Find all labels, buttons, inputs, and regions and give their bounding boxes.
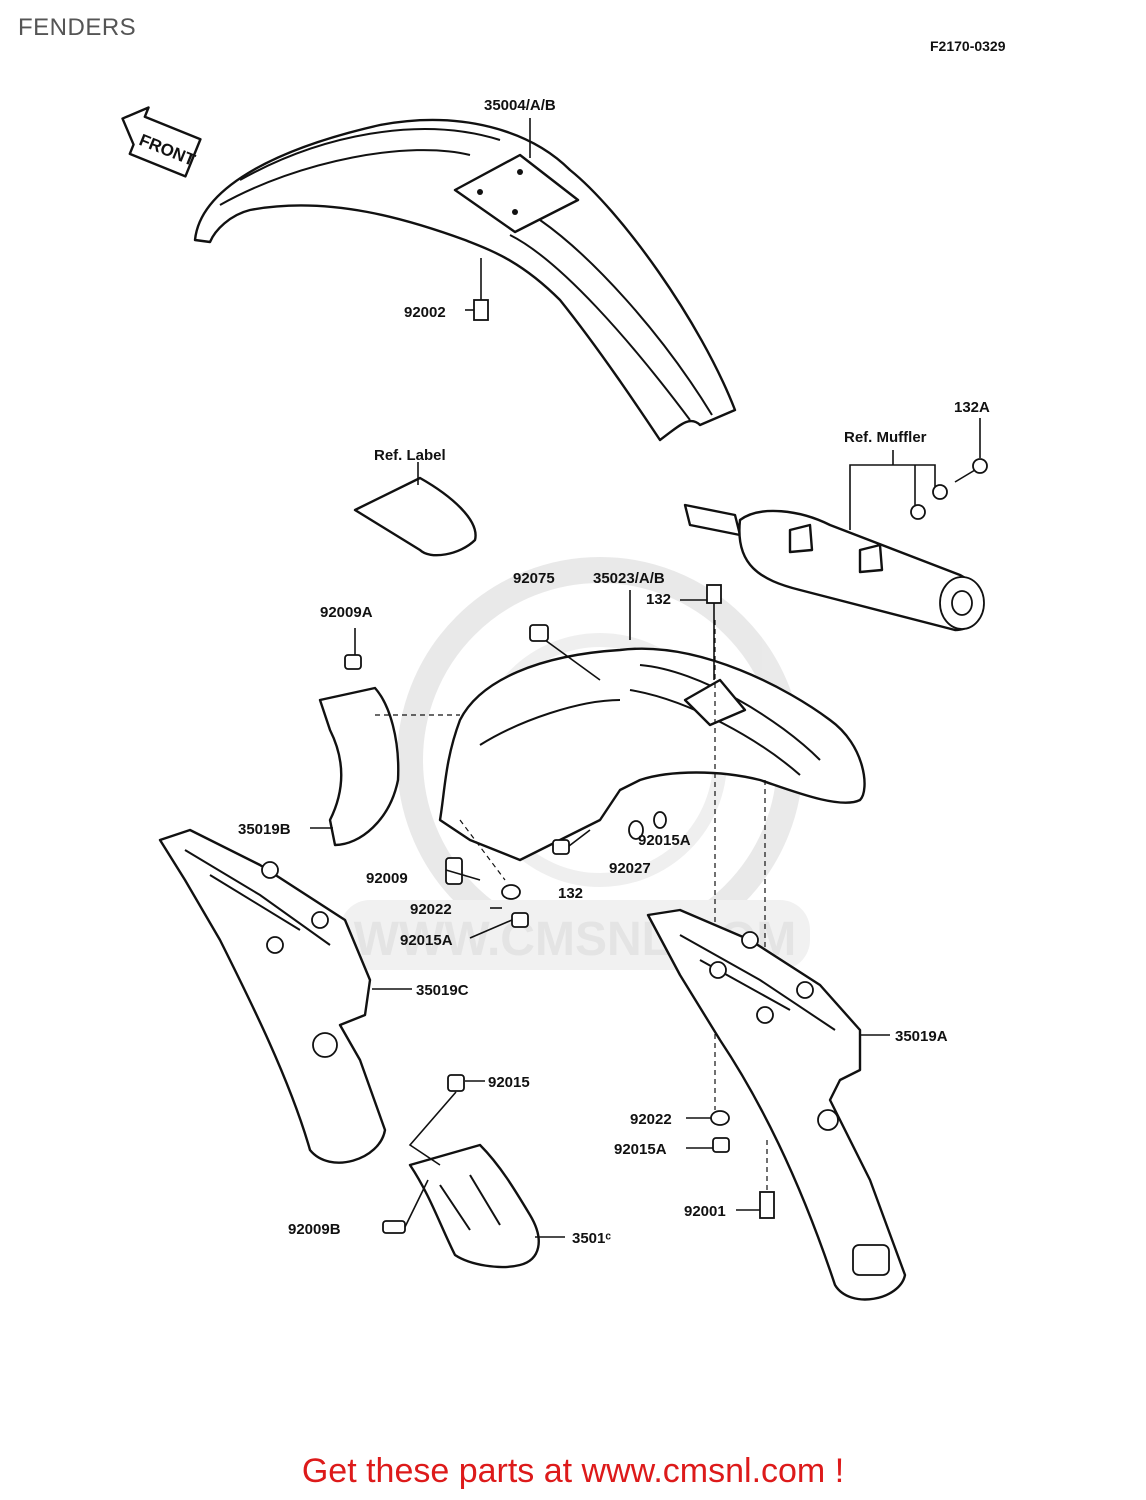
ref-label-sticker — [353, 462, 477, 557]
label-92027: 92027 — [609, 860, 651, 877]
front-fender — [193, 118, 737, 442]
cta-link[interactable]: Get these parts at www.cmsnl.com ! — [301, 1452, 845, 1490]
rear-flap-35019A — [646, 908, 907, 1301]
small-flap — [382, 1074, 565, 1269]
mud-guard-35019B — [310, 628, 506, 881]
label-132-bottom: 132 — [558, 885, 583, 902]
label-92022-left: 92022 — [410, 901, 452, 918]
front-arrow: FRONT — [121, 106, 202, 178]
label-35004: 35004/A/B — [484, 97, 556, 114]
label-92009B: 92009B — [288, 1221, 341, 1238]
bolt-92002 — [465, 258, 489, 321]
page-title: FENDERS — [18, 14, 137, 41]
bolt-132A — [954, 418, 988, 483]
label-92015: 92015 — [488, 1074, 530, 1091]
label-132-top: 132 — [646, 591, 671, 608]
ref-labels: Ref. Label Ref. Muffler — [374, 429, 927, 464]
label-92015A-left: 92015A — [400, 932, 453, 949]
ref-label-text: Ref. Label — [374, 447, 446, 464]
label-35019B: 35019B — [238, 821, 291, 838]
label-132A: 132A — [954, 399, 990, 416]
hardware-cluster-center — [445, 584, 722, 939]
label-92015A-right: 92015A — [638, 832, 691, 849]
label-92002: 92002 — [404, 304, 446, 321]
label-3501x: 3501ᶜ — [572, 1230, 611, 1247]
label-92022-right: 92022 — [630, 1111, 672, 1128]
label-92001: 92001 — [684, 1203, 726, 1220]
label-92015A-lower: 92015A — [614, 1141, 667, 1158]
diagram-code: F2170-0329 — [930, 38, 1006, 54]
ref-muffler-text: Ref. Muffler — [844, 429, 927, 446]
label-35019C: 35019C — [416, 982, 469, 999]
label-92075: 92075 — [513, 570, 555, 587]
hardware-cluster-right — [686, 1110, 775, 1219]
rear-flap-35019C — [158, 828, 412, 1164]
muffler — [683, 450, 985, 632]
label-92009: 92009 — [366, 870, 408, 887]
label-92009A: 92009A — [320, 604, 373, 621]
part-number-labels: 35004/A/B 92002 132A 92075 35023/A/B 132… — [238, 97, 990, 1247]
label-35019A: 35019A — [895, 1028, 948, 1045]
rear-fender — [438, 590, 866, 1110]
label-35023: 35023/A/B — [593, 570, 665, 587]
